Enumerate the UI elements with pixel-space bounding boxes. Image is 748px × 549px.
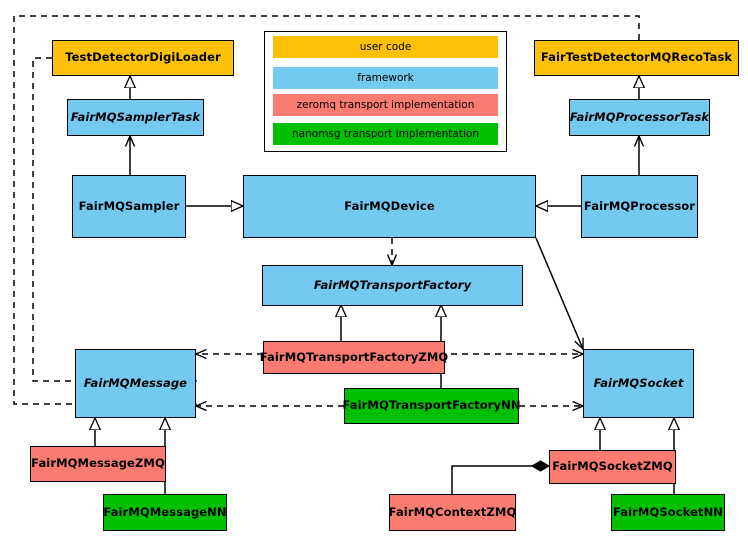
legend-label-zeromq: zeromq transport implementation (296, 99, 475, 111)
class-node-fairmqsocketnn[interactable]: FairMQSocketNN (611, 494, 725, 531)
legend-item-user-code: user code (273, 36, 498, 58)
class-node-fairmqtransportfactorynn[interactable]: FairMQTransportFactoryNN (342, 388, 520, 424)
class-node-fairmqsocket[interactable]: FairMQSocket (583, 349, 694, 418)
class-node-fairtestdetectormqrecotask[interactable]: FairTestDetectorMQRecoTask (534, 40, 739, 76)
class-node-fairmqsamplertask[interactable]: FairMQSamplerTask (67, 99, 204, 136)
legend-label-user-code: user code (359, 41, 412, 53)
class-node-fairmqmessage[interactable]: FairMQMessage (75, 349, 196, 418)
class-node-fairmqmessagenn[interactable]: FairMQMessageNN (103, 494, 227, 531)
legend-label-nanomsg: nanomsg transport implementation (292, 128, 479, 140)
edge-device-socket (535, 237, 583, 349)
edge-recotask-message (13, 15, 640, 404)
legend-item-nanomsg: nanomsg transport implementation (273, 123, 498, 145)
class-node-fairmqtransportfactory[interactable]: FairMQTransportFactory (262, 265, 523, 306)
class-node-fairmqdevice[interactable]: FairMQDevice (243, 175, 536, 238)
class-node-fairmqcontextzmq[interactable]: FairMQContextZMQ (389, 494, 516, 531)
class-node-fairmqmessagezmq[interactable]: FairMQMessageZMQ (30, 446, 166, 482)
class-node-testdetectordigiloader[interactable]: TestDetectorDigiLoader (52, 40, 234, 76)
class-node-fairmqprocessor[interactable]: FairMQProcessor (581, 175, 698, 238)
class-node-fairmqsampler[interactable]: FairMQSampler (72, 175, 186, 238)
class-node-fairmqtransportfactoryzmq[interactable]: FairMQTransportFactoryZMQ (260, 341, 448, 374)
legend-item-zeromq: zeromq transport implementation (273, 94, 498, 116)
legend-label-framework: framework (357, 72, 414, 84)
class-node-fairmqsocketzmq[interactable]: FairMQSocketZMQ (549, 450, 676, 484)
legend-item-framework: framework (273, 67, 498, 89)
edge-contextzmq-socketzmq (451, 466, 549, 494)
class-node-fairmqprocessortask[interactable]: FairMQProcessorTask (569, 99, 710, 136)
